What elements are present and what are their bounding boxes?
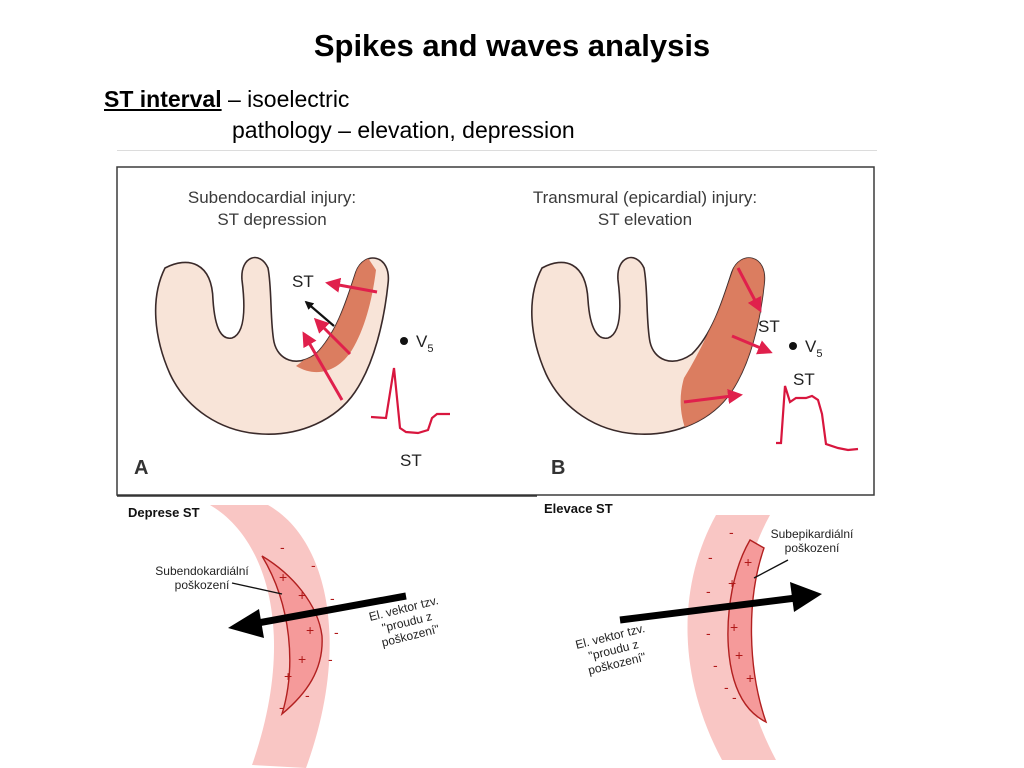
panel-a-title-line1: Subendocardial injury:	[188, 188, 356, 207]
svg-text:-: -	[713, 657, 718, 673]
panel-a-title-line2: ST depression	[217, 210, 326, 229]
lower-left-injury-zone	[261, 555, 323, 717]
panel-a-ecg-trace	[370, 367, 450, 435]
lower-right-charge-signs: -- ++ -+ -+ -+ --	[706, 524, 754, 705]
lower-right-injury-pointer	[753, 559, 789, 579]
lower-right-vector-arrowhead	[790, 582, 822, 612]
panel-b-ecg-trace	[776, 385, 859, 452]
svg-text:-: -	[724, 679, 729, 695]
lower-left-vector-arrowhead	[228, 609, 264, 638]
lower-right-current-vector	[619, 594, 797, 624]
lower-left-injury-label-line2: poškození	[175, 578, 230, 592]
svg-text:+: +	[298, 651, 306, 667]
top-divider	[117, 150, 877, 151]
svg-text:+: +	[279, 569, 287, 585]
svg-text:-: -	[279, 699, 284, 715]
panel-b-vector-arrow-1	[736, 267, 762, 313]
svg-text:+: +	[730, 619, 738, 635]
svg-text:+: +	[298, 587, 306, 603]
svg-text:-: -	[706, 583, 711, 599]
svg-text:-: -	[706, 625, 711, 641]
lower-left-injury-pointer	[231, 582, 283, 595]
panel-b-lead-dot	[789, 342, 797, 350]
svg-text:+: +	[306, 622, 314, 638]
panel-b-title-line1: Transmural (epicardial) injury:	[533, 188, 757, 207]
lower-right-heading: Elevace ST	[544, 501, 613, 516]
svg-text:-: -	[729, 524, 734, 540]
slide-title: Spikes and waves analysis	[313, 28, 711, 63]
svg-text:+: +	[746, 670, 754, 686]
svg-text:-: -	[280, 539, 285, 555]
svg-text:+: +	[284, 668, 292, 684]
panel-a-vector-arrow-3	[302, 331, 344, 401]
lower-right-vector-label: El. vektor tzv. "proudu z poškození"	[574, 621, 647, 677]
svg-text:-: -	[305, 687, 310, 703]
panel-a-vector-arrow-2	[313, 317, 352, 356]
svg-text:-: -	[708, 549, 713, 565]
lower-right-injury-label-line2: poškození	[785, 541, 840, 555]
svg-text:-: -	[732, 689, 737, 705]
lower-right-diagram: Elevace ST -- ++ -+ -+ -+ -- Subepikardi…	[544, 501, 854, 760]
svg-text:-: -	[328, 651, 333, 667]
panel-b-ecg-st-label: ST	[793, 370, 815, 389]
svg-text:+: +	[744, 554, 752, 570]
panel-a-lead-label: V5	[416, 332, 433, 355]
panel-a-ecg-st-label: ST	[400, 451, 422, 470]
panel-b-letter: B	[551, 457, 565, 479]
lower-left-diagram: Deprese ST -- ++ -+ -+ -+ -- Subendokard…	[128, 505, 441, 768]
lower-left-myocardial-band	[210, 505, 330, 768]
panel-b-vector-arrow-3	[683, 389, 743, 404]
lower-left-heading: Deprese ST	[128, 505, 200, 520]
st-interval-normal: – isoelectric	[221, 86, 350, 112]
lower-left-current-vector	[251, 592, 407, 628]
panel-a-vector-arrow-1	[325, 277, 378, 294]
lower-left-injury-label-line1: Subendokardiální	[155, 564, 249, 578]
svg-text:+: +	[735, 647, 743, 663]
panel-b-title-line2: ST elevation	[598, 210, 692, 229]
lower-right-injury-label-line1: Subepikardiální	[771, 527, 854, 541]
svg-text:-: -	[311, 557, 316, 573]
panel-b-lead-label: V5	[805, 337, 822, 360]
panel-a-resultant-arrow	[304, 300, 335, 327]
svg-text:-: -	[330, 590, 335, 606]
panel-b-vector-arrow-2	[731, 334, 773, 355]
panel-a-letter: A	[134, 457, 148, 479]
panel-b-st-label: ST	[758, 317, 780, 336]
st-interval-term: ST interval	[104, 86, 222, 112]
svg-text:-: -	[334, 624, 339, 640]
st-pathology-line: pathology – elevation, depression	[232, 117, 575, 143]
panel-a-lead-dot	[400, 337, 408, 345]
lower-left-charge-signs: -- ++ -+ -+ -+ --	[279, 539, 339, 715]
panel-a-st-label: ST	[292, 272, 314, 291]
st-interval-line: ST interval – isoelectric	[104, 86, 349, 113]
svg-text:+: +	[728, 575, 736, 591]
